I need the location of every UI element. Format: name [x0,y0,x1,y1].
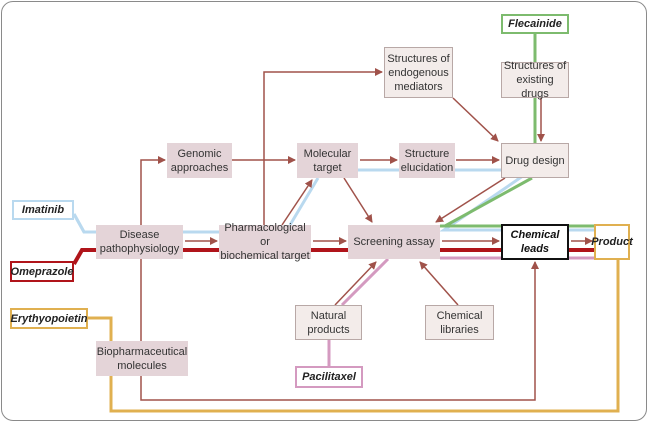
arrow-libraries-to-screening [419,261,459,306]
node-label: target [313,161,342,174]
node-label: Drug design [505,154,565,167]
node-label: libraries [440,323,479,336]
node-label: Natural [310,309,347,322]
node-label: pathophysiology [99,243,180,255]
arrow-molecular-to-screening [343,177,373,223]
node-label: Structures of [503,60,567,72]
node-label: Biopharmaceutical [96,345,188,358]
erythyopoietin-path [88,260,620,413]
arrow-design-to-screening [435,177,506,223]
product-node: Product [591,224,633,260]
drug-design-node: Drug design [501,143,569,178]
node-label: Genomic [177,147,222,160]
arrow-pharm-to-endogenous [263,68,383,225]
pacilitaxel-label: Pacilitaxel [295,366,363,388]
node-label: elucidation [400,161,454,174]
node-label: Chemical [510,229,560,241]
imatinib-path-main [72,168,594,234]
node-label: Structure [404,147,450,160]
node-label: Structures of [387,52,450,65]
disease-pathophysiology-node: Disease pathophysiology [96,225,183,259]
erythyopoietin-label: Erythyopoietin [10,308,88,329]
arrow-disease-to-leads [140,259,539,401]
arrow-disease-to-genomic [140,156,166,225]
node-label: mediators [394,80,443,93]
node-label: endogenous [388,66,449,79]
flecainide-path [440,34,594,228]
node-label: approaches [170,161,229,174]
screening-assay-node: Screening assay [348,225,440,259]
node-label: leads [520,243,550,255]
imatinib-label: Imatinib [12,200,74,220]
node-label: Pharmacological or [224,222,306,248]
omeprazole-label: Omeprazole [10,261,74,282]
pacilitaxel-path [327,256,594,366]
node-label: biochemical target [220,250,310,262]
node-label: molecules [117,359,167,372]
node-label: existing drugs [516,74,554,100]
omeprazole-path [72,248,594,265]
arrow-endogenous-to-design [452,97,499,142]
arrow-pharm-to-molecular [281,179,313,226]
chemical-leads-node: Chemical leads [501,224,569,260]
node-label: Chemical [436,309,483,322]
node-label: Product [591,236,633,248]
existing-drugs-node: Structures of existing drugs [501,60,569,100]
node-label: Molecular [303,147,352,160]
pharmacological-target-node: Pharmacological or biochemical target [219,222,311,262]
node-label: Disease [119,229,160,241]
node-label: Screening assay [353,236,435,248]
node-label: products [307,323,350,336]
arrow-natural-to-screening [334,261,377,306]
flecainide-label: Flecainide [501,14,569,34]
